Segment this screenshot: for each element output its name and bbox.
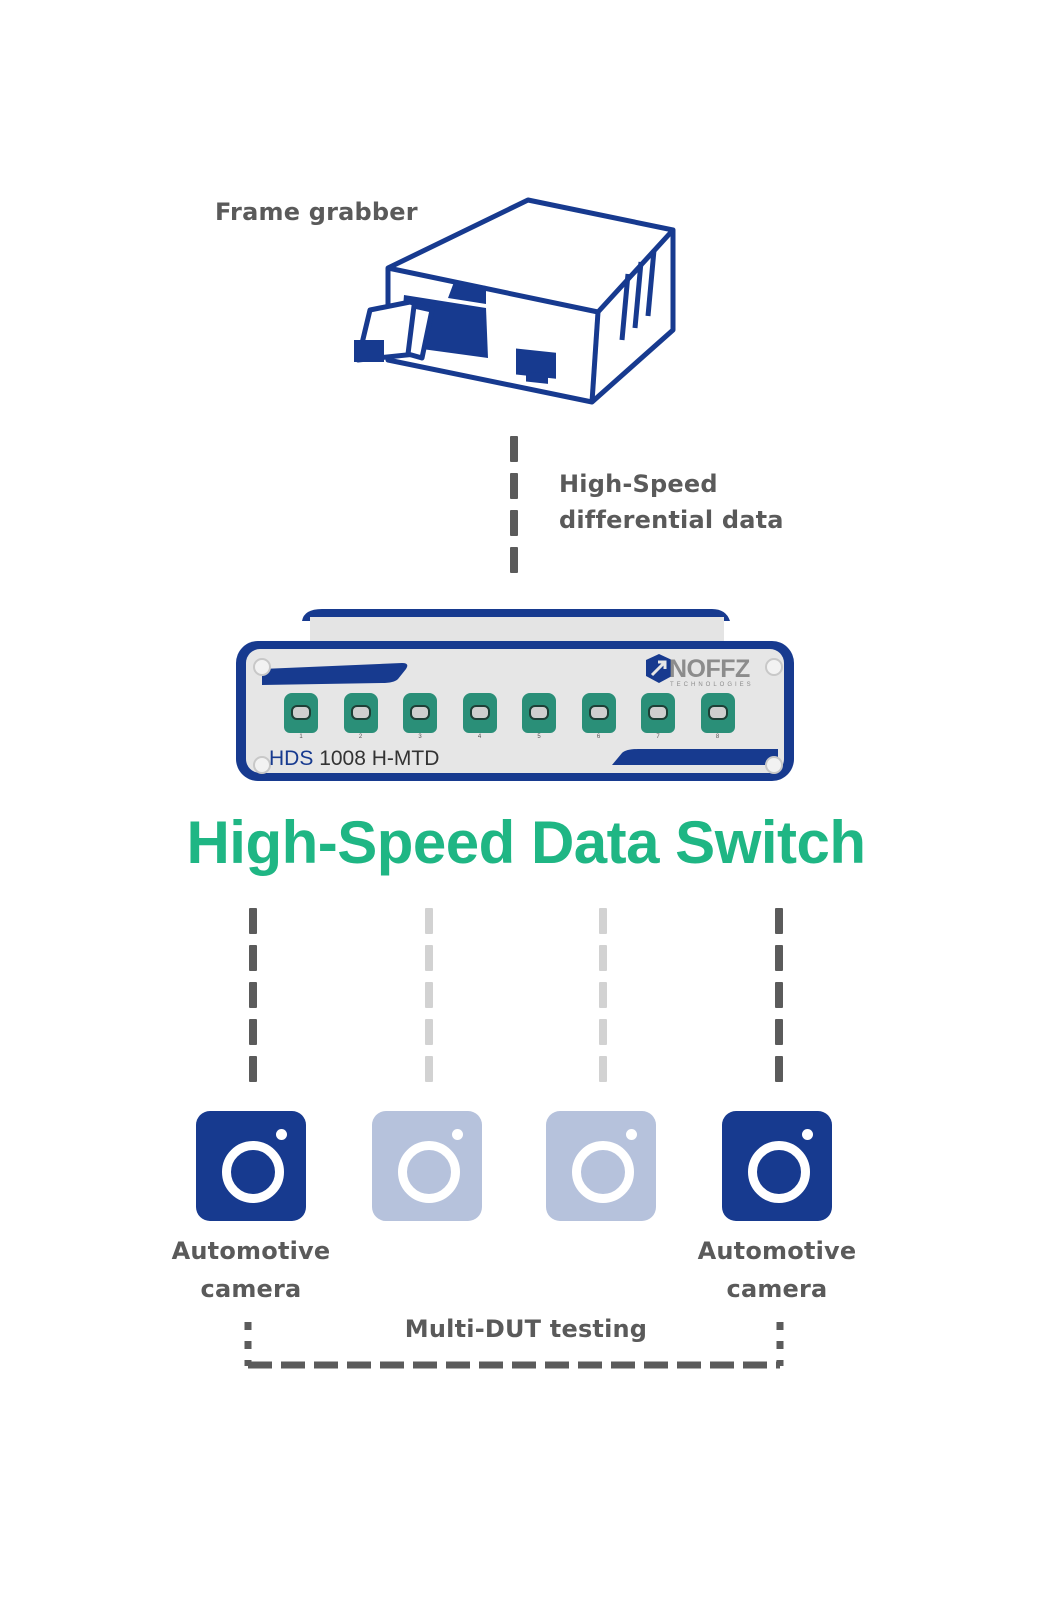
dash xyxy=(510,473,518,499)
model-name: 1008 H-MTD xyxy=(319,747,440,770)
port-connector: 5 xyxy=(522,693,556,740)
connector-icon xyxy=(403,693,437,733)
camera-icon xyxy=(196,1111,306,1221)
port-number: 3 xyxy=(418,734,422,740)
connector-icon xyxy=(284,693,318,733)
multi-dut-bracket xyxy=(244,1322,784,1369)
connector-icon xyxy=(343,693,378,733)
model-prefix: HDS xyxy=(269,747,314,770)
connector-icon xyxy=(462,693,497,733)
camera-1-connection-line xyxy=(249,908,257,1093)
camera-2-connection-line xyxy=(425,908,433,1093)
connector-icon xyxy=(581,693,616,733)
uplink-label-line2: differential data xyxy=(559,506,784,534)
hds-device-image: NOFFZ TECHNOLOGIES 1 2 3 4 5 6 7 8 HDS 1008 H-M… xyxy=(232,605,798,783)
camera-3-connection-line xyxy=(599,908,607,1093)
frame-grabber-label: Frame grabber xyxy=(215,198,418,226)
connector-icon xyxy=(641,693,675,733)
port-number: 4 xyxy=(477,734,482,740)
camera-icon-inactive xyxy=(372,1111,482,1221)
dash xyxy=(510,510,518,536)
diagram-title: High-Speed Data Switch xyxy=(186,809,866,876)
port-connector: 3 xyxy=(403,693,437,740)
port-number: 7 xyxy=(656,734,660,740)
port-number: 1 xyxy=(299,734,303,740)
camera-icon xyxy=(722,1111,832,1221)
port-number: 6 xyxy=(596,734,601,740)
camera-icon-inactive xyxy=(546,1111,656,1221)
frame-grabber-icon xyxy=(354,197,676,405)
port-number: 2 xyxy=(358,734,363,740)
port-connector: 6 xyxy=(581,693,616,740)
camera-4-label: Automotive camera xyxy=(677,1232,877,1308)
port-connector: 4 xyxy=(462,693,497,740)
device-chassis xyxy=(236,609,794,781)
connector-icon xyxy=(700,693,735,733)
port-number: 5 xyxy=(537,734,541,740)
port-connector: 7 xyxy=(641,693,675,740)
camera-4-label-line1: Automotive xyxy=(697,1237,857,1265)
uplink-label: High-Speed differential data xyxy=(559,466,784,538)
camera-1-label: Automotive camera xyxy=(151,1232,351,1308)
uplink-connection-line xyxy=(510,436,518,584)
camera-1-label-line2: camera xyxy=(200,1275,302,1303)
camera-1-label-line1: Automotive xyxy=(171,1237,331,1265)
camera-4-label-line2: camera xyxy=(726,1275,828,1303)
dash xyxy=(510,547,518,573)
port-row: 1 2 3 4 5 6 7 8 xyxy=(284,693,744,753)
camera-4-connection-line xyxy=(775,908,783,1093)
port-connector: 2 xyxy=(343,693,378,740)
uplink-label-line1: High-Speed xyxy=(559,470,718,498)
dash xyxy=(510,436,518,462)
port-connector: 1 xyxy=(284,693,318,740)
connector-icon xyxy=(522,693,556,733)
multi-dut-label: Multi-DUT testing xyxy=(404,1315,648,1343)
port-connector: 8 xyxy=(700,693,735,740)
port-number: 8 xyxy=(715,734,720,740)
model-label: HDS 1008 H-MTD xyxy=(269,747,439,771)
brand-logo-text: NOFFZ xyxy=(669,655,750,683)
brand-logo-subtext: TECHNOLOGIES xyxy=(670,682,754,688)
